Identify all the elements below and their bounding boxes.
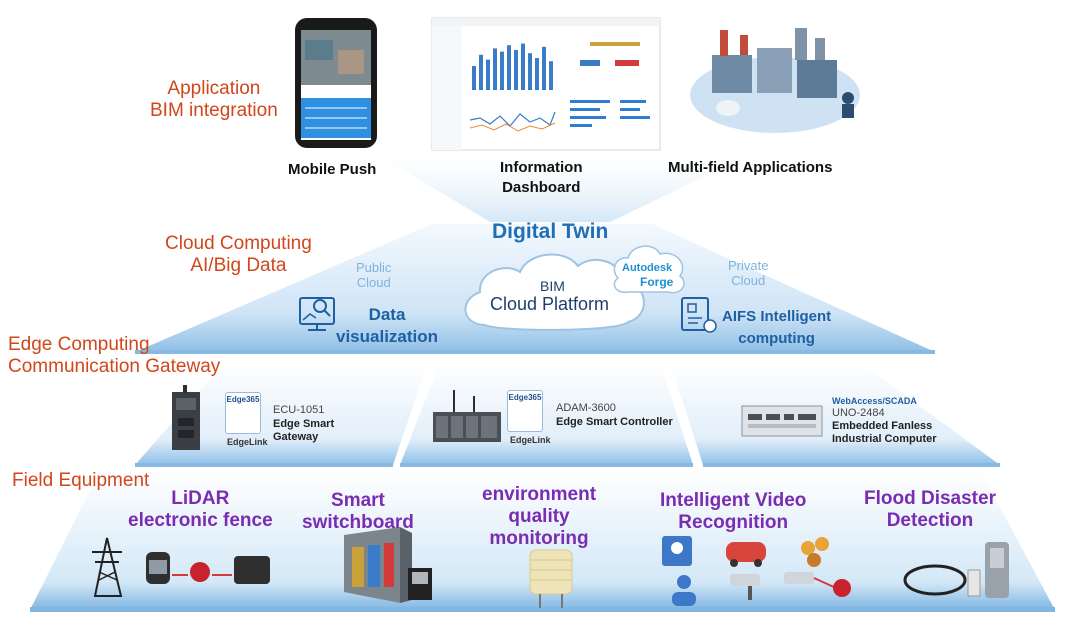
ecu-1051-model: ECU-1051: [273, 404, 325, 416]
workers-icon: [801, 537, 829, 567]
edge-section-left: [135, 362, 428, 465]
dashboard-screenshot: [431, 17, 661, 151]
dashboard-bar: [479, 54, 483, 90]
transmission-tower-icon: [92, 537, 123, 597]
bim-label: BIM: [540, 278, 565, 294]
edge365-badge: Edge365: [507, 390, 543, 432]
car-icon: [726, 542, 766, 567]
adam-3600-device-icon: [433, 390, 501, 442]
dashboard-bar: [486, 59, 490, 90]
autodesk-label: Autodesk: [622, 262, 673, 274]
switchboard-icon: [344, 527, 432, 603]
dashboard-bar: [549, 61, 553, 90]
aifs-computing-icon: [681, 297, 717, 333]
dashboard-bar: [493, 48, 497, 90]
webaccess-scada-label: WebAccess/SCADA: [832, 396, 917, 406]
multi-field-scene: [690, 28, 860, 133]
uno-2484-model: UNO-2484: [832, 407, 885, 419]
dashboard-bar: [500, 51, 504, 90]
dashboard-bar: [521, 43, 525, 90]
cloud-platform-label: Cloud Platform: [490, 294, 610, 314]
mobile-push-caption: Mobile Push: [288, 161, 377, 178]
cloud-platform-shape: [464, 245, 685, 331]
forge-label: Forge: [640, 275, 674, 289]
dashboard-bar: [472, 66, 476, 90]
uno-2484-device-icon: [741, 405, 823, 437]
application-beam: [370, 150, 760, 222]
dashboard-bar: [507, 45, 511, 90]
face-recognition-icon: [662, 536, 692, 566]
dashboard-bar: [528, 53, 532, 90]
water-sensor-icon: [903, 542, 1009, 598]
edge-section-right: [670, 362, 1000, 465]
dashboard-bar: [535, 58, 539, 90]
lidar-sensor-icon: [146, 552, 270, 584]
adam-3600-desc: Edge Smart Controller: [556, 416, 673, 428]
dashboard-bar: [514, 50, 518, 90]
phone-icon: [295, 18, 377, 148]
environment-monitor-icon: [529, 549, 573, 608]
data-visualization-icon: [299, 297, 335, 331]
camera-icon: [730, 572, 851, 600]
multi-field-caption: Multi-field Applications: [668, 159, 833, 176]
ecu-1051-device-icon: [172, 385, 200, 450]
person-icon: [672, 575, 696, 606]
layer-title-field: Field Equipment: [12, 470, 150, 491]
digital-twin-title: Digital Twin: [492, 220, 609, 243]
edge365-badge: Edge365: [225, 392, 261, 434]
edgelink-label: EdgeLink: [227, 437, 268, 447]
edgelink-label: EdgeLink: [510, 435, 551, 445]
dashboard-bar: [542, 46, 546, 90]
adam-3600-model: ADAM-3600: [556, 402, 616, 414]
